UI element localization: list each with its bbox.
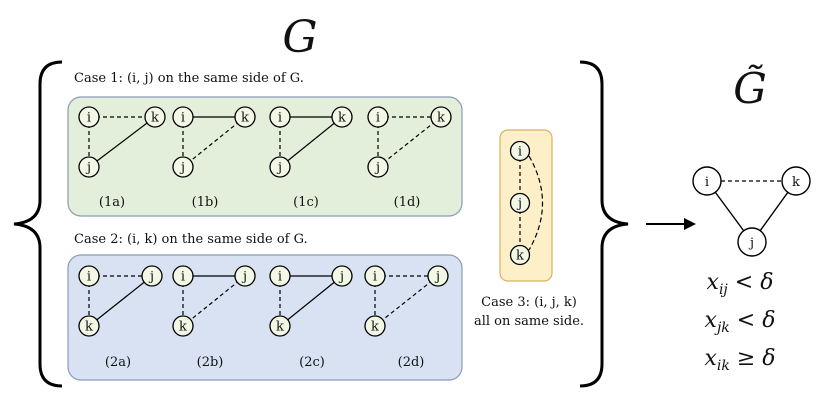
node-k: k: [78, 315, 100, 337]
left-curly-brace: [13, 60, 63, 388]
svg-text:j: j: [179, 161, 185, 176]
node-i: i: [364, 265, 386, 287]
node-j: j: [737, 227, 767, 257]
svg-text:k: k: [276, 320, 284, 335]
case2-graph-2a: i j k: [78, 265, 163, 337]
panel-label-1d: (1d): [394, 195, 421, 210]
svg-text:i: i: [87, 270, 91, 285]
svg-text:i: i: [181, 270, 185, 285]
panel-label-2b: (2b): [197, 355, 224, 370]
case2-graph-2c: i j k: [269, 265, 353, 337]
node-k: k: [269, 315, 291, 337]
node-j: j: [78, 156, 100, 178]
svg-text:j: j: [276, 161, 282, 176]
svg-text:i: i: [373, 270, 377, 285]
case2-graph-2d: i j k: [364, 265, 449, 337]
case1-graph-1c: i k j: [269, 106, 353, 178]
node-j: j: [367, 156, 389, 178]
node-i: i: [172, 265, 194, 287]
graph-g-title: G: [282, 12, 317, 63]
svg-text:i: i: [278, 111, 282, 126]
svg-text:k: k: [516, 249, 524, 264]
svg-text:j: j: [748, 236, 754, 251]
panel-label-1a: (1a): [99, 195, 125, 210]
node-j: j: [509, 192, 531, 214]
node-i: i: [269, 106, 291, 128]
svg-text:j: j: [241, 270, 247, 285]
graph-g-tilde-title: G̃: [733, 63, 767, 113]
case2-label: Case 2: (i, k) on the same side of G.: [74, 232, 308, 247]
svg-text:j: j: [338, 270, 344, 285]
node-k: k: [144, 106, 166, 128]
case2-graph-2b: i j k: [172, 265, 256, 337]
node-k: k: [509, 244, 531, 266]
svg-text:i: i: [181, 111, 185, 126]
node-i: i: [269, 265, 291, 287]
node-i: i: [172, 106, 194, 128]
inequality-x-ik: xik ≥ δ: [704, 346, 775, 374]
svg-text:k: k: [151, 111, 159, 126]
case1-label: Case 1: (i, j) on the same side of G.: [74, 71, 304, 86]
node-j: j: [427, 265, 449, 287]
panel-label-1c: (1c): [293, 195, 319, 210]
node-j: j: [331, 265, 353, 287]
case2-panel: [67, 254, 463, 381]
inequality-x-ij: xij < δ: [707, 270, 774, 298]
right-curly-brace: [579, 60, 629, 388]
svg-text:k: k: [371, 320, 379, 335]
node-k: k: [430, 106, 452, 128]
node-j: j: [141, 265, 163, 287]
node-k: k: [172, 315, 194, 337]
case3-label-line2: all on same side.: [474, 314, 584, 329]
node-i: i: [78, 106, 100, 128]
svg-text:j: j: [374, 161, 380, 176]
svg-text:k: k: [437, 111, 445, 126]
case1-graph-1a: i k j: [78, 106, 166, 178]
svg-text:k: k: [792, 175, 800, 190]
svg-text:i: i: [87, 111, 91, 126]
mapping-arrowhead: [684, 218, 696, 230]
svg-text:k: k: [179, 320, 187, 335]
node-k: k: [331, 106, 353, 128]
case1-panel: [67, 96, 463, 217]
node-i: i: [692, 166, 722, 196]
panel-label-2c: (2c): [299, 355, 325, 370]
node-j: j: [269, 156, 291, 178]
node-k: k: [364, 315, 386, 337]
case1-graph-1b: i k j: [172, 106, 256, 178]
node-k: k: [234, 106, 256, 128]
node-j: j: [172, 156, 194, 178]
node-i: i: [509, 140, 531, 162]
panel-label-2a: (2a): [105, 355, 131, 370]
svg-text:k: k: [241, 111, 249, 126]
case3-graph: i j k: [509, 140, 543, 266]
svg-text:j: j: [148, 270, 154, 285]
node-j: j: [234, 265, 256, 287]
panel-label-1b: (1b): [192, 195, 219, 210]
svg-text:i: i: [705, 175, 709, 190]
svg-text:j: j: [434, 270, 440, 285]
svg-text:i: i: [518, 145, 522, 160]
node-i: i: [78, 265, 100, 287]
node-i: i: [367, 106, 389, 128]
case1-graph-1d: i k j: [367, 106, 452, 178]
panel-label-2d: (2d): [398, 355, 425, 370]
case3-label-line1: Case 3: (i, j, k): [481, 295, 577, 310]
svg-text:k: k: [338, 111, 346, 126]
node-k: k: [781, 166, 811, 196]
svg-text:j: j: [85, 161, 91, 176]
svg-text:i: i: [376, 111, 380, 126]
svg-text:i: i: [278, 270, 282, 285]
inequality-x-jk: xjk < δ: [705, 308, 776, 336]
svg-text:j: j: [516, 197, 522, 212]
svg-text:k: k: [85, 320, 93, 335]
g-tilde-graph: i k j: [692, 166, 811, 257]
